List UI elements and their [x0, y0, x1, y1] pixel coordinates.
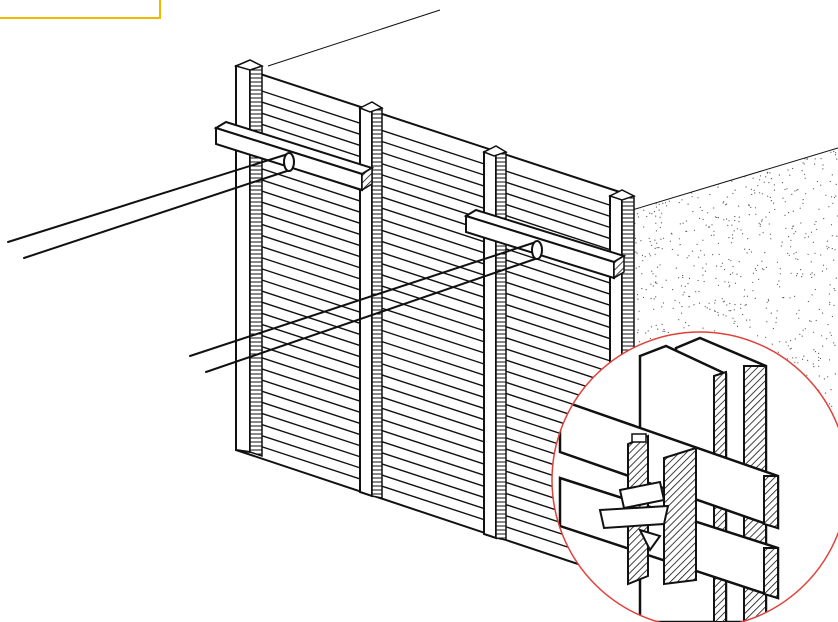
excavation-edge	[267, 9, 838, 211]
upper-strut	[7, 152, 295, 259]
board-line	[249, 319, 623, 444]
board-line	[249, 208, 623, 333]
board-line	[249, 264, 623, 388]
board-line	[249, 86, 623, 210]
board-line	[249, 186, 623, 310]
shoring-panel	[213, 59, 636, 584]
board-line	[249, 286, 623, 410]
detail-circle	[551, 331, 838, 622]
board-line	[249, 197, 623, 321]
board-line	[249, 175, 623, 299]
lower-strut	[189, 240, 543, 373]
board-line	[249, 242, 623, 366]
left-edge-post	[233, 59, 264, 458]
board-line	[249, 308, 623, 433]
callout-box	[0, 0, 161, 19]
board-line	[249, 253, 623, 377]
vertical-soldier-1	[358, 101, 384, 499]
board-line	[249, 219, 623, 344]
board-line	[249, 297, 623, 422]
board-line	[249, 431, 623, 555]
board-line	[249, 442, 623, 566]
board-line	[249, 97, 623, 221]
board-line	[249, 275, 623, 399]
vertical-soldier-2	[482, 145, 508, 541]
board-line	[249, 108, 623, 233]
board-line	[249, 164, 623, 288]
board-line	[249, 119, 623, 244]
detail-inset	[551, 331, 838, 622]
